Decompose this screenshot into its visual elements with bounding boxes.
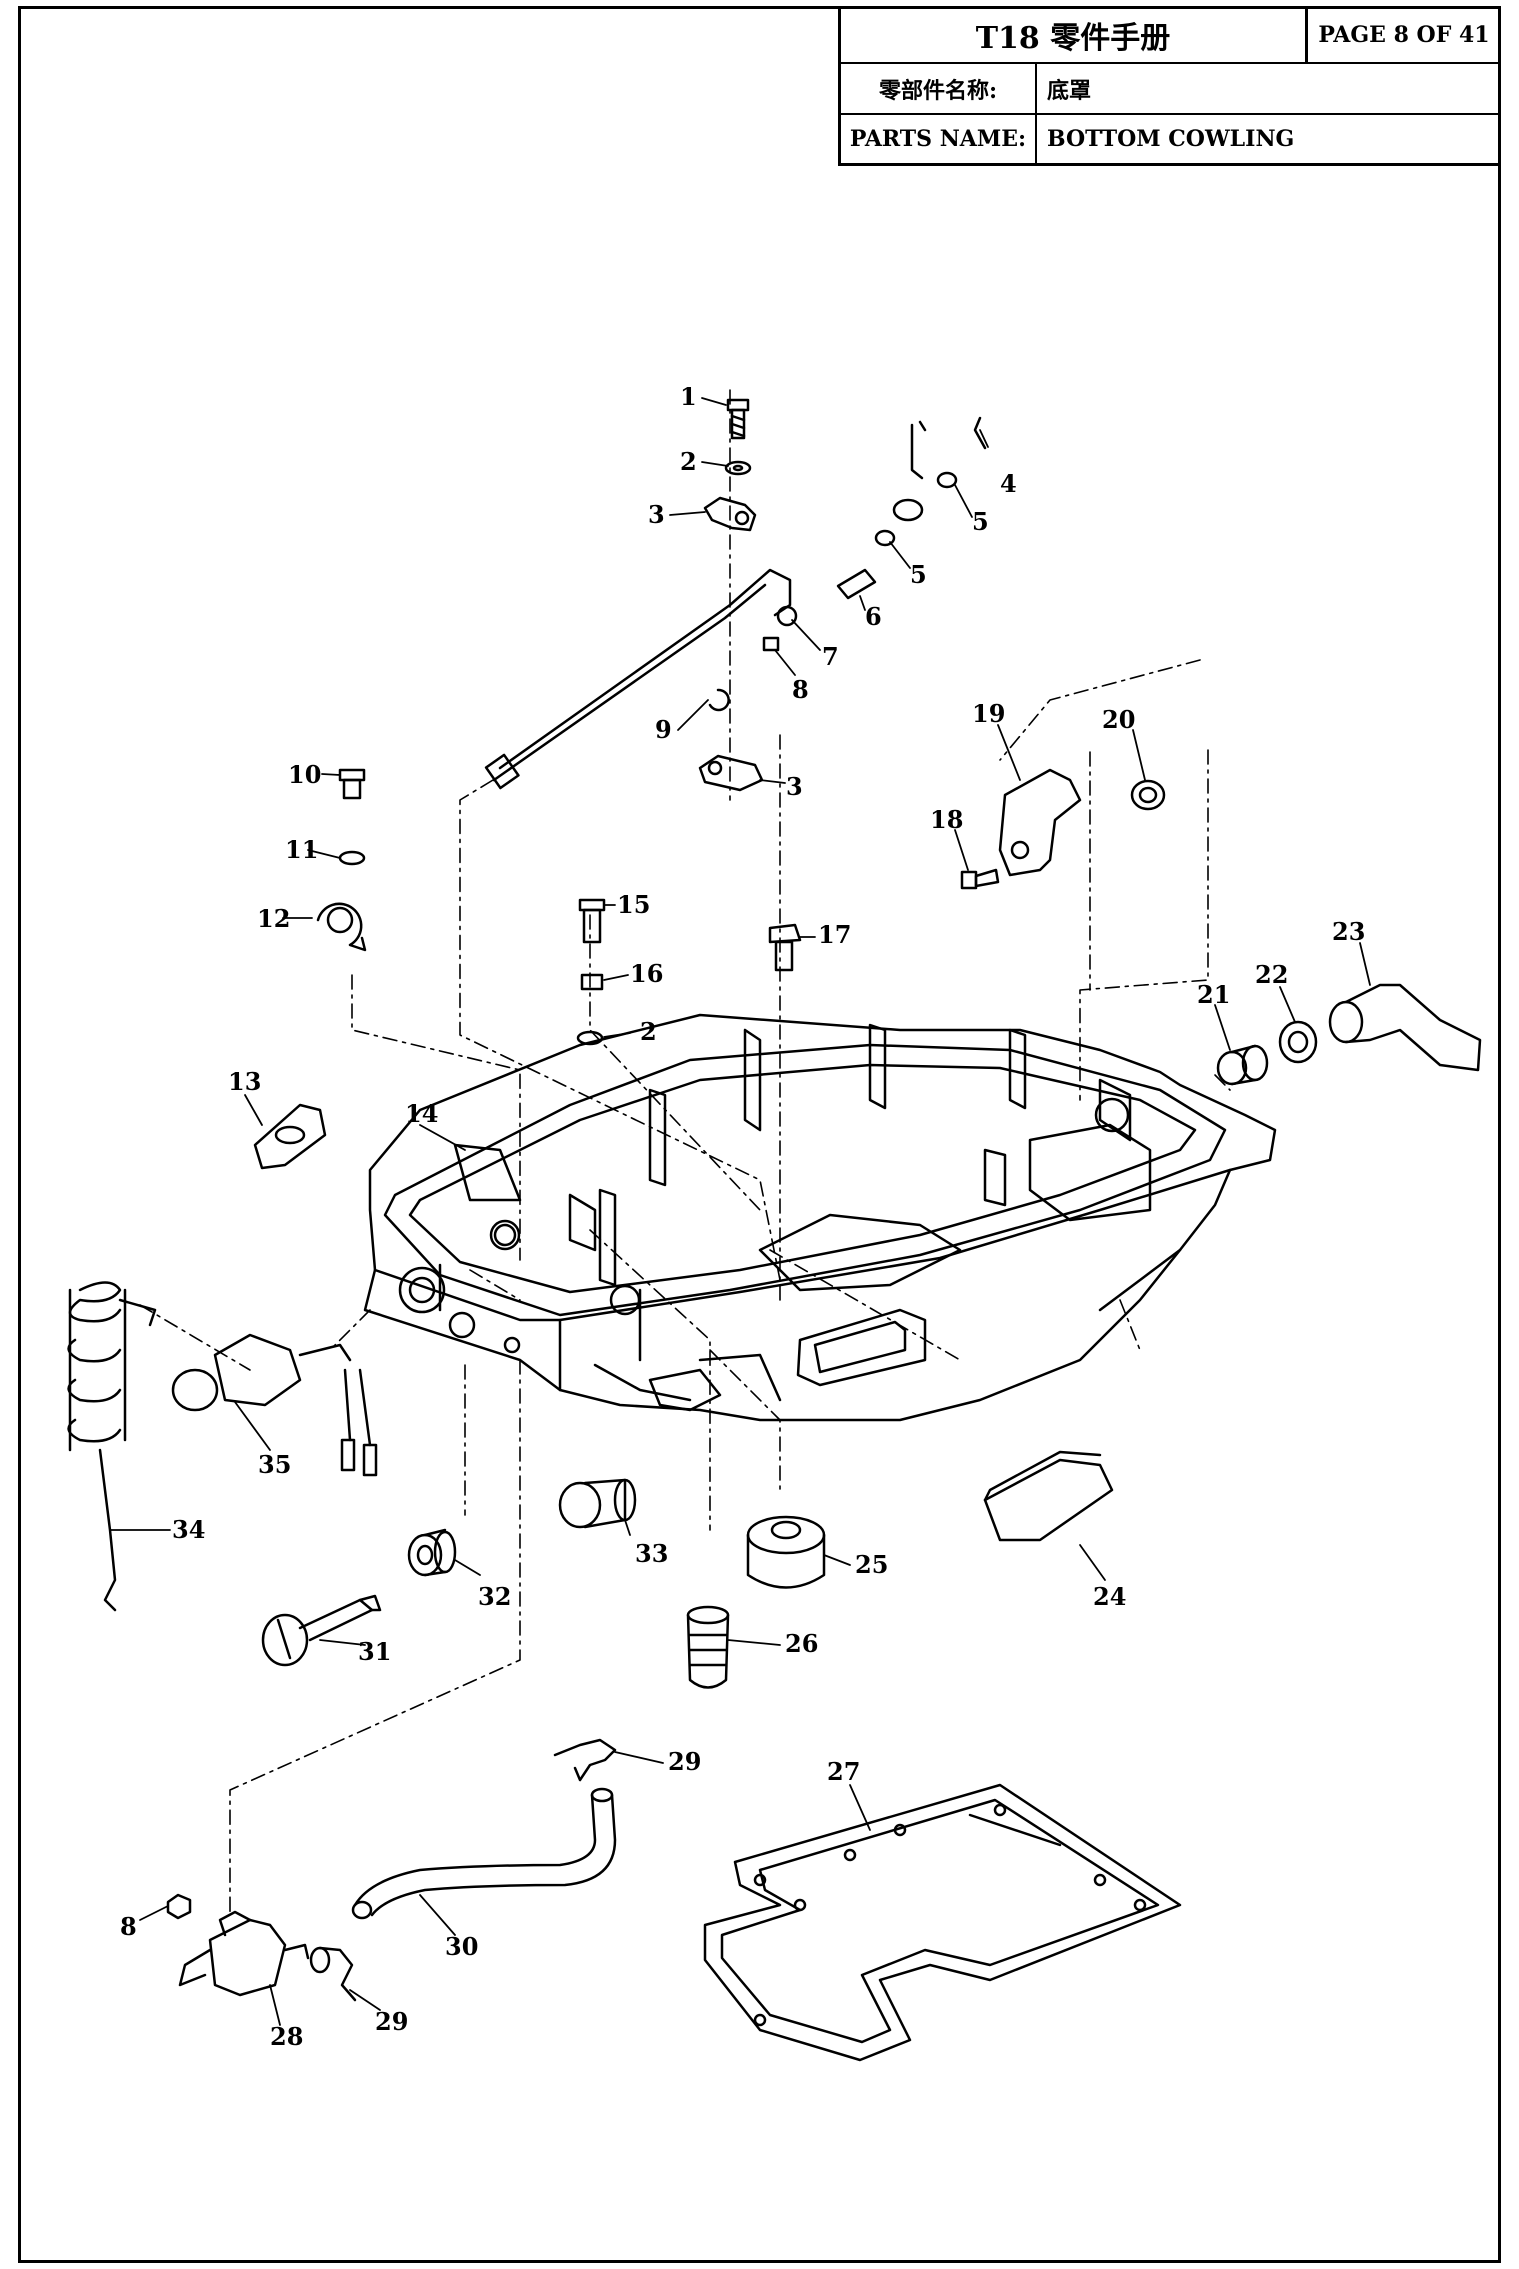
part-7-ball bbox=[776, 605, 798, 627]
callout-5a: 5 bbox=[972, 507, 989, 536]
callout-9: 9 bbox=[655, 715, 672, 744]
part-32-grommet bbox=[407, 1528, 457, 1577]
part-26-plug bbox=[686, 1605, 730, 1689]
drawing-frame bbox=[18, 6, 1501, 2263]
callout-29b: 29 bbox=[375, 2007, 408, 2036]
part-11-washer bbox=[338, 850, 366, 866]
part-8-nut bbox=[762, 636, 780, 652]
callout-21: 21 bbox=[1197, 980, 1230, 1009]
part-name-en-row: PARTS NAME: BOTTOM COWLING bbox=[841, 115, 1500, 163]
callout-4: 4 bbox=[1000, 469, 1017, 498]
part-17-bolt bbox=[768, 923, 802, 972]
title-block: T18 零件手册 PAGE 8 OF 41 零部件名称: 底罩 PARTS NA… bbox=[838, 8, 1500, 166]
part-4-pin bbox=[973, 416, 987, 450]
part-14-bracket bbox=[453, 1143, 522, 1247]
callout-5b: 5 bbox=[910, 560, 927, 589]
callout-1: 1 bbox=[680, 382, 697, 411]
callout-10: 10 bbox=[288, 760, 321, 789]
callout-8b: 8 bbox=[120, 1912, 137, 1941]
callout-11: 11 bbox=[285, 835, 318, 864]
part-27-gasket bbox=[703, 1783, 1182, 2062]
part-35-stop-switch bbox=[171, 1333, 378, 1477]
manual-title: T18 零件手册 bbox=[841, 8, 1308, 62]
part-25-grommet bbox=[746, 1515, 826, 1589]
callout-18: 18 bbox=[930, 805, 963, 834]
callout-19: 19 bbox=[972, 699, 1005, 728]
callout-6: 6 bbox=[865, 602, 882, 631]
part-20-washer bbox=[1130, 779, 1166, 811]
callout-35: 35 bbox=[258, 1450, 291, 1479]
callout-8: 8 bbox=[792, 675, 809, 704]
part-29-clip-upper bbox=[553, 1738, 617, 1782]
callout-leaders bbox=[109, 397, 1371, 2026]
part-28-fuel-connector bbox=[178, 1910, 310, 1997]
callout-15: 15 bbox=[617, 890, 650, 919]
callout-3: 3 bbox=[648, 500, 665, 529]
callout-30: 30 bbox=[445, 1932, 478, 1961]
callout-29a: 29 bbox=[668, 1747, 701, 1776]
part-name-value-cn: 底罩 bbox=[1047, 77, 1092, 104]
callout-31: 31 bbox=[358, 1637, 391, 1666]
assembly-center-lines bbox=[139, 389, 1231, 1916]
part-9-clip bbox=[708, 688, 730, 712]
part-19-lever bbox=[998, 768, 1082, 877]
callout-24: 24 bbox=[1093, 1582, 1126, 1611]
part-16-nut bbox=[580, 973, 604, 991]
callout-2: 2 bbox=[680, 447, 697, 476]
title-row: T18 零件手册 PAGE 8 OF 41 bbox=[841, 8, 1500, 64]
part-29-clip-lower bbox=[309, 1946, 357, 2002]
part-2-washer bbox=[724, 460, 752, 476]
callout-28: 28 bbox=[270, 2022, 303, 2051]
part-13-grommet bbox=[253, 1103, 327, 1170]
part-5-washer-a bbox=[936, 471, 958, 489]
part-22-seal bbox=[1278, 1020, 1318, 1064]
callout-12: 12 bbox=[257, 904, 290, 933]
part-3-clamp-lower bbox=[698, 754, 764, 792]
bottom-cowling-body bbox=[363, 1013, 1277, 1422]
callout-33: 33 bbox=[635, 1539, 668, 1568]
part-23-handle bbox=[1328, 983, 1482, 1072]
part-name-cn-row: 零部件名称: 底罩 bbox=[841, 64, 1500, 115]
callout-2b: 2 bbox=[640, 1017, 657, 1046]
throttle-linkage-rod bbox=[484, 420, 927, 790]
part-3-clamp-upper bbox=[703, 496, 757, 532]
callout-labels: 1 2 3 4 5 5 6 7 8 9 3 10 11 12 15 16 2 1… bbox=[120, 382, 1365, 2051]
callout-26: 26 bbox=[785, 1629, 818, 1658]
part-8-nut-lower bbox=[166, 1893, 192, 1920]
part-33-bellows-grommet bbox=[558, 1478, 637, 1529]
callout-32: 32 bbox=[478, 1582, 511, 1611]
part-5-washer-b bbox=[874, 529, 896, 547]
callout-22: 22 bbox=[1255, 960, 1288, 989]
part-34-lanyard bbox=[67, 1281, 157, 1612]
callout-14: 14 bbox=[405, 1099, 438, 1128]
part-24-plug bbox=[983, 1450, 1114, 1542]
callout-34: 34 bbox=[172, 1515, 205, 1544]
callout-20: 20 bbox=[1102, 705, 1135, 734]
part-31-choke-knob bbox=[261, 1594, 382, 1667]
part-21-bushing bbox=[1216, 1044, 1269, 1086]
part-2-washer-lower bbox=[576, 1030, 604, 1046]
part-name-value-en: BOTTOM COWLING bbox=[1047, 126, 1295, 152]
callout-13: 13 bbox=[228, 1067, 261, 1096]
part-1-bolt bbox=[726, 398, 750, 440]
callout-7: 7 bbox=[822, 642, 839, 671]
part-name-label-en: PARTS NAME: bbox=[841, 115, 1037, 163]
part-15-bolt bbox=[578, 898, 606, 944]
callout-3b: 3 bbox=[786, 772, 803, 801]
part-12-clamp bbox=[316, 902, 367, 952]
page-number: PAGE 8 OF 41 bbox=[1318, 22, 1490, 48]
part-30-fuel-hose bbox=[351, 1787, 617, 1920]
callout-23: 23 bbox=[1332, 917, 1365, 946]
part-10-bolt bbox=[338, 768, 366, 800]
callout-16: 16 bbox=[630, 959, 663, 988]
callout-27: 27 bbox=[827, 1757, 860, 1786]
part-6-joint bbox=[836, 568, 877, 600]
callout-17: 17 bbox=[818, 920, 851, 949]
callout-25: 25 bbox=[855, 1550, 888, 1579]
part-18-screw bbox=[960, 868, 1000, 890]
part-name-label-cn: 零部件名称: bbox=[841, 64, 1037, 113]
